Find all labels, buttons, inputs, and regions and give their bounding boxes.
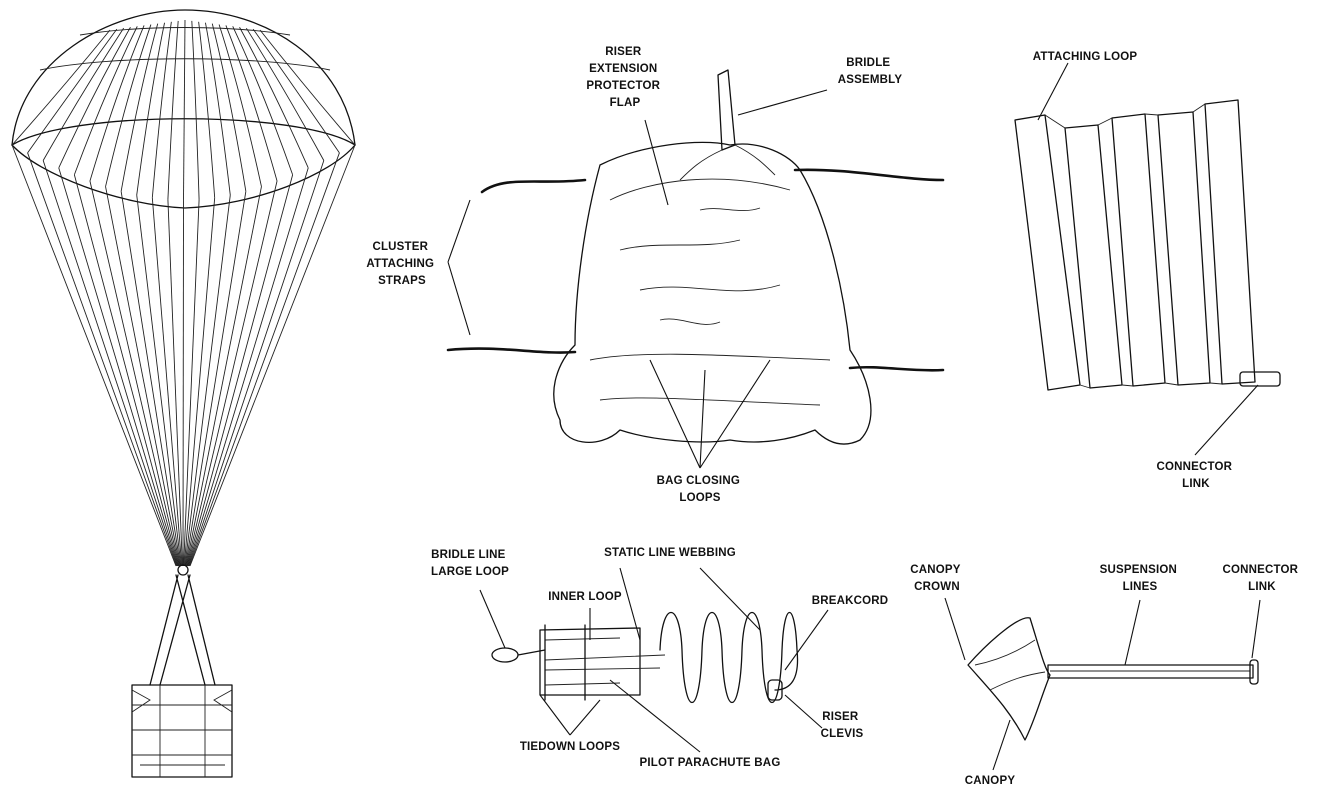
label-riser-extension-protector-flap: RISER EXTENSION PROTECTOR FLAP <box>586 46 663 109</box>
label-bridle-line-large-loop: BRIDLE LINE LARGE LOOP <box>431 549 509 578</box>
deployed-parachute-illustration <box>12 10 355 777</box>
suspension-lines-bundle <box>1048 665 1253 678</box>
cluster-attaching-strap-upper <box>482 170 943 192</box>
pilot-parachute-bag-illustration <box>492 613 798 703</box>
label-breakcord: BREAKCORD <box>812 595 889 607</box>
parachute-canopy <box>12 10 355 208</box>
label-canopy: CANOPY <box>965 775 1016 785</box>
label-bag-closing-loops: BAG CLOSING LOOPS <box>657 475 744 504</box>
suspension-lines-cone <box>12 145 355 566</box>
label-tiedown-loops: TIEDOWN LOOPS <box>520 741 620 753</box>
folded-static-line-illustration <box>1015 100 1280 390</box>
label-canopy-crown: CANOPY CROWN <box>910 564 964 593</box>
connector-link-end <box>1250 660 1258 684</box>
bridle-line-loop <box>492 648 518 662</box>
bridle-assembly-webbing <box>680 70 775 180</box>
label-suspension-lines: SUSPENSION LINES <box>1100 564 1181 593</box>
label-riser-clevis: RISER CLEVIS <box>821 711 864 740</box>
label-inner-loop: INNER LOOP <box>548 591 622 603</box>
label-static-line-webbing: STATIC LINE WEBBING <box>604 547 736 559</box>
cluster-attaching-strap-lower <box>448 349 943 371</box>
label-connector-link-top: CONNECTOR LINK <box>1156 461 1235 490</box>
label-attaching-loop: ATTACHING LOOP <box>1033 51 1138 63</box>
connector-link-part <box>1240 372 1280 386</box>
packed-bag-body <box>554 142 871 444</box>
confluence-and-risers <box>150 565 215 685</box>
leader-lines <box>448 63 1260 770</box>
folded-canopy-illustration <box>968 618 1258 740</box>
cargo-load <box>132 685 232 777</box>
packed-bag-illustration <box>448 70 943 444</box>
label-connector-link-bottom: CONNECTOR LINK <box>1222 564 1301 593</box>
label-cluster-attaching-straps: CLUSTER ATTACHING STRAPS <box>366 241 437 287</box>
label-pilot-parachute-bag: PILOT PARACHUTE BAG <box>640 757 781 769</box>
label-bridle-assembly: BRIDLE ASSEMBLY <box>838 57 903 86</box>
